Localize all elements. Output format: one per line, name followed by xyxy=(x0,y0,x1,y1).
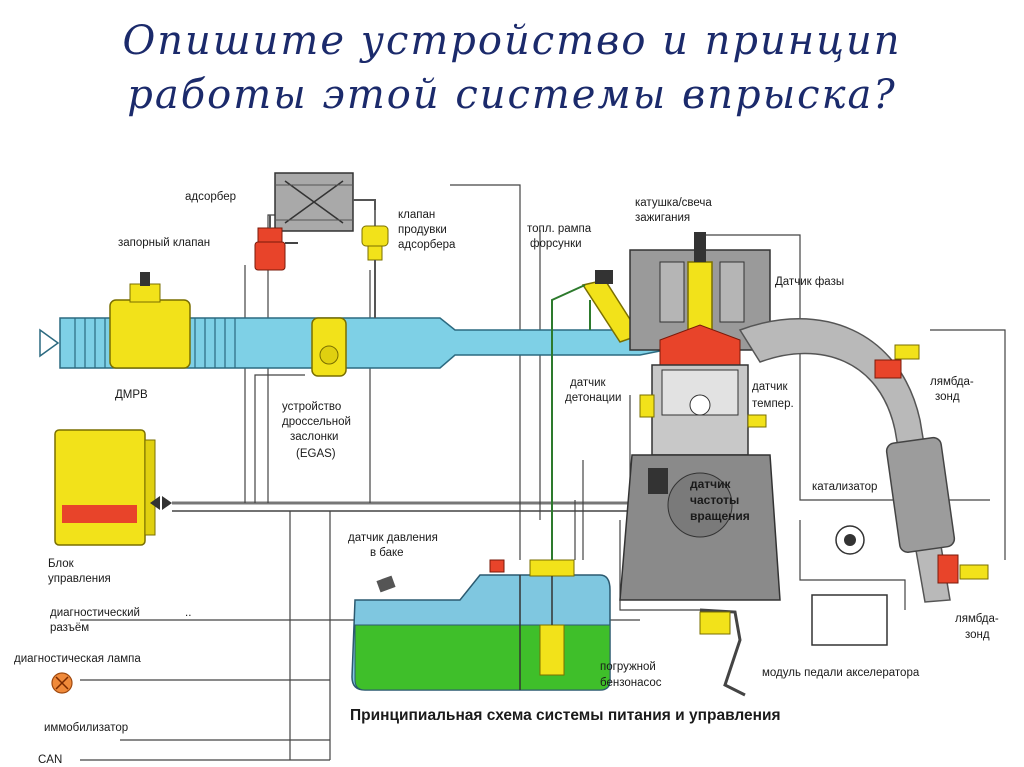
diagnostic-lamp-icon xyxy=(51,672,73,694)
label-diag-lamp: диагностическая лампа xyxy=(14,653,141,665)
purge-valve xyxy=(361,210,389,261)
label-purge-valve-2: продувки xyxy=(398,224,447,236)
label-temp-1: датчик xyxy=(752,381,789,393)
label-fuel-rail-2: форсунки xyxy=(530,238,582,250)
label-crank-1: датчик xyxy=(690,477,732,491)
label-temp-2: темпер. xyxy=(752,398,794,410)
maf-sensor xyxy=(109,272,191,369)
label-diag-connector-1: диагностический xyxy=(50,607,140,619)
exhaust-system xyxy=(738,318,989,603)
label-throttle-1: устройство xyxy=(282,401,341,413)
accelerator-pedal xyxy=(699,608,746,697)
label-tank-pressure-2: в баке xyxy=(370,547,404,559)
page-title-line-2: работы этой системы впрыска? xyxy=(127,72,897,118)
label-fuel-rail-1: топл. рампа xyxy=(527,223,592,235)
label-throttle-2: дроссельной xyxy=(282,416,351,428)
label-can: CAN xyxy=(38,754,62,766)
engine-block xyxy=(619,232,781,601)
label-ecu-1: Блок xyxy=(48,558,75,570)
ignition-coil xyxy=(687,261,713,333)
label-maf: ДМРВ xyxy=(115,389,148,401)
label-catalyst: катализатор xyxy=(812,481,877,493)
label-lambda-upper-1: лямбда- xyxy=(930,376,974,388)
label-phase-sensor: Датчик фазы xyxy=(775,276,844,288)
page-title-line-1: Опишите устройство и принцип xyxy=(122,18,902,64)
label-diag-connector-2: разъём xyxy=(50,622,89,634)
fuel-injector xyxy=(581,270,642,343)
throttle-body xyxy=(311,317,347,377)
label-lambda-upper-2: зонд xyxy=(935,391,960,403)
label-knock-2: детонации xyxy=(565,392,621,404)
ecu-block xyxy=(54,429,172,546)
label-coil-1: катушка/свеча xyxy=(635,197,712,209)
bus-arrow-icon xyxy=(150,496,160,510)
label-purge-valve-3: адсорбера xyxy=(398,239,456,251)
label-tank-pressure-1: датчик давления xyxy=(348,532,438,544)
label-ecu-2: управления xyxy=(48,573,111,585)
fuel-tank xyxy=(351,559,611,691)
label-purge-valve-1: клапан xyxy=(398,209,435,221)
label-lambda-lower-2: зонд xyxy=(965,629,990,641)
fuel-pump xyxy=(539,624,565,676)
adsorber-canister xyxy=(274,172,354,232)
label-crank-2: частоты xyxy=(690,493,739,507)
label-throttle-4: (EGAS) xyxy=(296,448,336,460)
air-inlet-arrow-icon xyxy=(39,328,60,358)
shutoff-valve xyxy=(254,227,298,271)
label-coil-2: зажигания xyxy=(635,212,690,224)
label-knock-1: датчик xyxy=(570,377,607,389)
label-shutoff-valve: запорный клапан xyxy=(118,237,210,249)
label-lambda-lower-1: лямбда- xyxy=(955,613,999,625)
label-immobilizer: иммобилизатор xyxy=(44,722,128,734)
label-pedal-module: модуль педали акселератора xyxy=(762,667,920,679)
label-pump-2: бензонасос xyxy=(600,677,662,689)
diagram-caption: Принципиальная схема системы питания и у… xyxy=(350,707,781,724)
label-throttle-3: заслонки xyxy=(290,431,338,443)
wiring xyxy=(80,184,1006,761)
relay-box xyxy=(811,525,888,646)
label-diag-connector-dots: .. xyxy=(185,607,191,619)
label-crank-3: вращения xyxy=(690,509,750,523)
label-adsorber: адсорбер xyxy=(185,191,236,203)
label-pump-1: погружной xyxy=(600,661,656,673)
